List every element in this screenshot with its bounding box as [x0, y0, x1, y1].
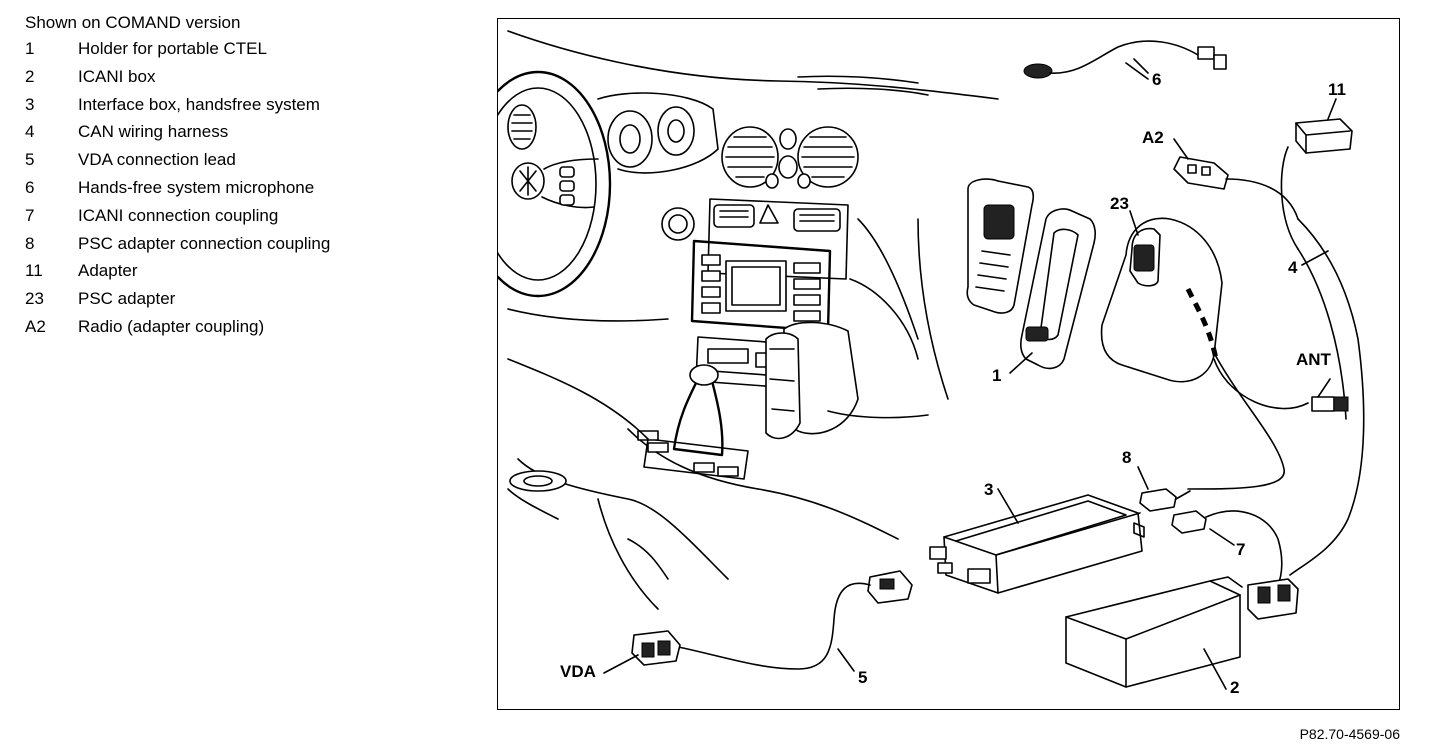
callout-leaders	[603, 62, 1337, 690]
legend-key: 6	[25, 177, 35, 197]
legend: Shown on COMAND version 1 Holder for port…	[25, 10, 485, 341]
icani-coupling-7	[1171, 510, 1283, 586]
adapter-part	[1280, 118, 1353, 250]
callout-vda: VDA	[560, 662, 596, 681]
figure-reference-number: P82.70-4569-06	[1299, 726, 1400, 742]
a2-connector	[1173, 156, 1299, 220]
callout-6: 6	[1152, 70, 1161, 89]
legend-item: 11 Adapter	[25, 257, 485, 285]
callout-11: 11	[1328, 80, 1346, 99]
legend-label: ICANI connection coupling	[78, 205, 279, 225]
legend-key: A2	[25, 316, 46, 336]
microphone-part	[1023, 40, 1227, 79]
legend-label: PSC adapter connection coupling	[78, 233, 331, 253]
legend-key: 23	[25, 289, 44, 309]
callout-4: 4	[1288, 258, 1298, 277]
ctel-holder	[1020, 208, 1096, 370]
legend-label: VDA connection lead	[78, 150, 236, 170]
legend-label: Holder for portable CTEL	[78, 39, 267, 58]
legend-item: 6 Hands-free system microphone	[25, 174, 485, 202]
legend-item: 5 VDA connection lead	[25, 146, 485, 174]
legend-key: 11	[25, 261, 43, 281]
legend-item: 23 PSC adapter	[25, 285, 485, 313]
legend-key: 5	[25, 150, 35, 170]
legend-label: PSC adapter	[78, 289, 176, 309]
legend-item: 8 PSC adapter connection coupling	[25, 230, 485, 258]
legend-item: 1 Holder for portable CTEL	[25, 35, 485, 63]
ctel-phone	[966, 178, 1034, 314]
callout-2: 2	[1230, 678, 1239, 697]
legend-label: Radio (adapter coupling)	[78, 316, 265, 336]
callout-3: 3	[984, 480, 993, 499]
can-wiring-harness	[1187, 218, 1365, 576]
callout-7: 7	[1236, 540, 1245, 559]
icani-box	[1065, 576, 1243, 688]
callout-23: 23	[1110, 194, 1129, 213]
legend-heading: Shown on COMAND version	[25, 13, 241, 32]
legend-label: Adapter	[78, 261, 138, 281]
legend-item: 3 Interface box, handsfree system	[25, 91, 485, 119]
vda-lead	[631, 570, 913, 670]
legend-key: 3	[25, 94, 35, 114]
psc-adapter	[1100, 217, 1223, 383]
callout-8: 8	[1122, 448, 1131, 467]
diagram-frame: 6 11 A2 23 4 ANT 1 8 3 7 VDA 5 2	[497, 18, 1400, 710]
diagram-illustration: 6 11 A2 23 4 ANT 1 8 3 7 VDA 5 2	[498, 30, 1365, 697]
callout-5: 5	[858, 668, 867, 687]
legend-key: 1	[25, 39, 35, 58]
interface-box	[929, 494, 1145, 594]
legend-item: 7 ICANI connection coupling	[25, 202, 485, 230]
callout-a2: A2	[1142, 128, 1164, 147]
legend-label: Hands-free system microphone	[78, 177, 315, 197]
ant-connector	[1311, 378, 1349, 412]
legend-item: 4 CAN wiring harness	[25, 118, 485, 146]
legend-item: A2 Radio (adapter coupling)	[25, 313, 485, 341]
icani-side-connector	[1247, 578, 1299, 620]
legend-key: 8	[25, 233, 35, 253]
callout-labels: 6 11 A2 23 4 ANT 1 8 3 7 VDA 5 2	[560, 70, 1346, 697]
callout-ant: ANT	[1296, 350, 1332, 369]
dashboard-illustration	[498, 30, 999, 610]
legend-key: 2	[25, 66, 35, 86]
legend-key: 4	[25, 122, 35, 142]
legend-label: ICANI box	[78, 66, 156, 86]
callout-1: 1	[992, 366, 1001, 385]
legend-label: CAN wiring harness	[78, 122, 229, 142]
legend-item: 2 ICANI box	[25, 63, 485, 91]
legend-label: Interface box, handsfree system	[78, 94, 320, 114]
legend-key: 7	[25, 205, 35, 225]
psc-coupling-8	[1139, 488, 1191, 512]
